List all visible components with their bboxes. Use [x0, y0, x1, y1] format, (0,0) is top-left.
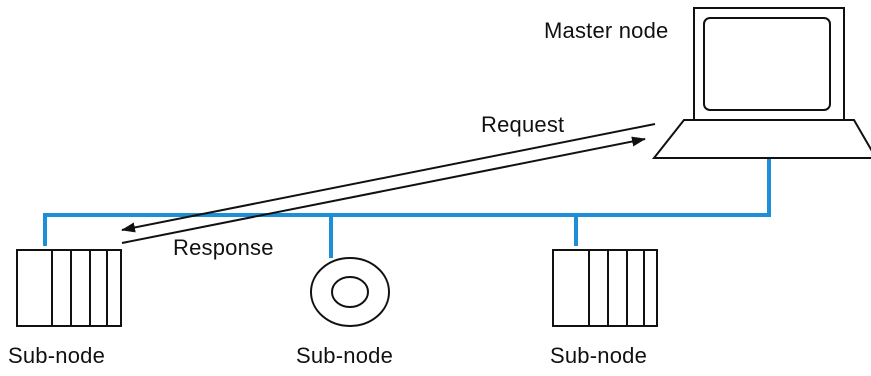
- sub-node-2-device: [310, 257, 390, 327]
- sub-node-2-label: Sub-node: [296, 343, 394, 368]
- response-arrow: [121, 136, 646, 244]
- bus: [43, 156, 771, 258]
- sub-node-3-device: [552, 249, 658, 327]
- request-label: Request: [481, 112, 565, 137]
- master-keyboard: [651, 119, 871, 159]
- master-node-computer: [651, 7, 871, 159]
- sub-node-1-label: Sub-node: [8, 343, 106, 368]
- request-arrow: [121, 123, 656, 233]
- master-node-label: Master node: [544, 18, 669, 43]
- master-screen: [703, 17, 831, 111]
- sub-node-1-device: [16, 249, 122, 327]
- sub-node-3-label: Sub-node: [550, 343, 648, 368]
- messages: [121, 123, 656, 244]
- response-label: Response: [173, 235, 274, 260]
